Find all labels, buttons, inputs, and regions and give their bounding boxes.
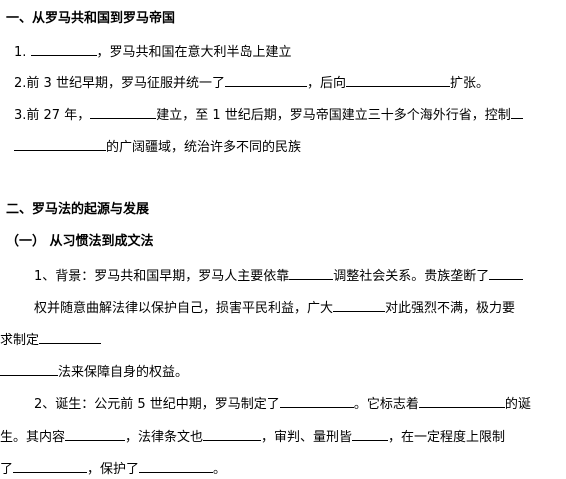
fill-blank[interactable]	[489, 266, 524, 280]
para-1-text-a: 1、背景：罗马共和国早期，罗马人主要依靠	[34, 269, 290, 284]
para-2-line-3: 了 ，保护了 。	[0, 459, 226, 478]
para-2-line-1: 2、诞生：公元前 5 世纪中期，罗马制定了 。它标志着 的诞	[34, 394, 531, 413]
item-3-line: 3.前 27 年， 建立，至 1 世纪后期，罗马帝国建立三十多个海外行省，控制	[14, 105, 523, 124]
item-1-text: ，罗马共和国在意大利半岛上建立	[96, 45, 292, 60]
fill-blank[interactable]	[139, 459, 214, 473]
para-1-line-4: 法来保障自身的权益。	[0, 362, 188, 381]
para-1-text-e: 求制定	[0, 333, 40, 348]
item-3-text-c: 的广阔疆域，统治许多不同的民族	[106, 140, 302, 155]
fill-blank[interactable]	[65, 427, 126, 441]
fill-blank[interactable]	[90, 105, 157, 119]
para-2-text-d: 生。其内容	[0, 430, 66, 445]
para-1-text-f: 法来保障自身的权益。	[58, 365, 189, 380]
item-1-number: 1.	[14, 45, 27, 60]
para-2-text-h: 了	[0, 462, 14, 477]
para-1-text-d: 对此强烈不满，极力要	[385, 301, 516, 316]
fill-blank[interactable]	[418, 394, 505, 408]
para-2-text-b: 。它标志着	[353, 397, 419, 412]
fill-blank[interactable]	[30, 42, 97, 56]
fill-blank[interactable]	[224, 73, 307, 87]
subsection-1-title: （一） 从习惯法到成文法	[6, 234, 154, 249]
para-1-text-c: 权并随意曲解法律以保护自己，损害平民利益，广大	[34, 301, 334, 316]
item-2-text-b: ，后向	[306, 76, 346, 91]
fill-blank[interactable]	[333, 298, 386, 312]
para-1-line-1: 1、背景：罗马共和国早期，罗马人主要依靠 调整社会关系。贵族垄断了	[34, 266, 524, 285]
para-1-text-b: 调整社会关系。贵族垄断了	[333, 269, 490, 284]
para-1-line-3: 求制定	[0, 330, 102, 349]
para-1-line-2: 权并随意曲解法律以保护自己，损害平民利益，广大 对此强烈不满，极力要	[34, 298, 515, 317]
fill-blank[interactable]	[289, 266, 334, 280]
fill-blank[interactable]	[203, 427, 262, 441]
item-2-text-a: 2.前 3 世纪早期，罗马征服并统一了	[14, 76, 225, 91]
para-2-text-j: 。	[213, 462, 227, 477]
fill-blank[interactable]	[345, 73, 450, 87]
fill-blank[interactable]	[14, 137, 106, 151]
item-2-text-c: 扩张。	[449, 76, 489, 91]
para-2-text-a: 2、诞生：公元前 5 世纪中期，罗马制定了	[34, 397, 280, 412]
item-3-text-a: 3.前 27 年，	[14, 108, 91, 123]
section-1-heading: 一、从罗马共和国到罗马帝国	[6, 11, 175, 27]
item-1-line: 1. ，罗马共和国在意大利半岛上建立	[14, 42, 292, 61]
fill-blank[interactable]	[0, 362, 58, 376]
section-1-title: 一、从罗马共和国到罗马帝国	[6, 11, 176, 26]
fill-blank[interactable]	[279, 394, 354, 408]
fill-blank[interactable]	[352, 427, 389, 441]
para-2-text-i: ，保护了	[87, 462, 140, 477]
fill-blank[interactable]	[39, 330, 102, 344]
section-2-title: 二、罗马法的起源与发展	[6, 202, 150, 217]
item-2-line: 2.前 3 世纪早期，罗马征服并统一了 ，后向 扩张。	[14, 73, 489, 92]
para-2-text-g: ，在一定程度上限制	[388, 430, 506, 445]
para-2-line-2: 生。其内容 ，法律条文也 ，审判、量刑皆 ，在一定程度上限制	[0, 427, 505, 446]
fill-blank[interactable]	[510, 105, 523, 119]
para-2-text-f: ，审判、量刑皆	[261, 430, 353, 445]
section-2-heading: 二、罗马法的起源与发展	[6, 202, 149, 218]
item-3-text-b: 建立，至 1 世纪后期，罗马帝国建立三十多个海外行省，控制	[156, 108, 511, 123]
subsection-1-heading: （一） 从习惯法到成文法	[6, 234, 154, 250]
para-2-text-e: ，法律条文也	[125, 430, 204, 445]
para-2-text-c: 的诞	[504, 397, 531, 412]
item-3-line-2: 的广阔疆域，统治许多不同的民族	[14, 137, 301, 156]
fill-blank[interactable]	[13, 459, 88, 473]
